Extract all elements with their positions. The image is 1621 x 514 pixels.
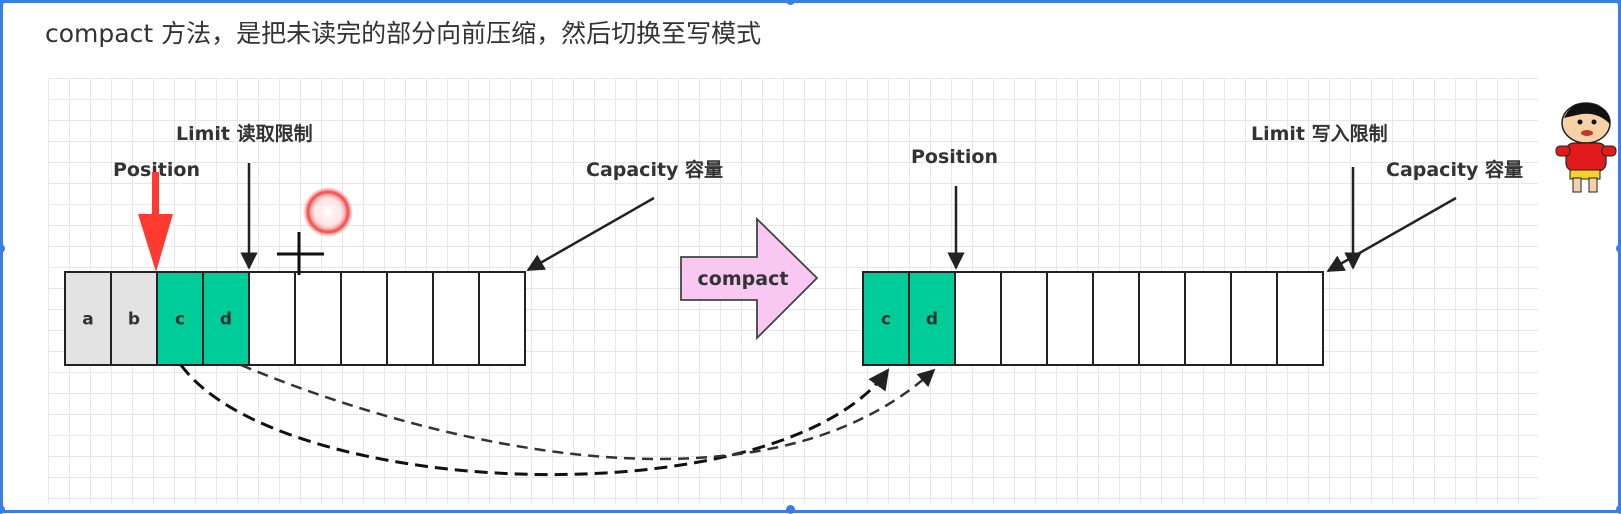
before-cell — [156, 271, 204, 366]
click-highlight-icon — [303, 187, 353, 237]
after-cell — [862, 271, 910, 366]
before-limit-label: Limit 读取限制 — [176, 122, 313, 145]
after-cell — [1276, 271, 1324, 366]
before-cell-label: d — [220, 310, 232, 330]
after-cell — [1230, 271, 1278, 366]
move-arrow-c — [179, 364, 890, 477]
before-capacity-label: Capacity 容量 — [586, 158, 723, 181]
after-cell — [1138, 271, 1186, 366]
after-cell — [954, 271, 1002, 366]
before-cell-label: b — [128, 310, 140, 330]
before-cell — [432, 271, 480, 366]
resize-handle-top-center[interactable] — [786, 0, 795, 5]
resize-handle-top-left[interactable] — [0, 0, 5, 5]
before-buffer: a b c d — [64, 271, 526, 366]
resize-handle-middle-left[interactable] — [0, 244, 5, 253]
before-position-label: Position — [113, 159, 200, 181]
before-cell — [110, 271, 158, 366]
after-capacity-label: Capacity 容量 — [1386, 158, 1523, 181]
before-cell-label: c — [175, 310, 185, 330]
compact-arrow-label: compact — [698, 268, 789, 290]
before-cell — [202, 271, 250, 366]
before-cell-label: a — [82, 310, 93, 330]
resize-handle-bottom-center[interactable] — [786, 505, 795, 514]
resize-handle-middle-right[interactable] — [1616, 244, 1621, 253]
move-arrow-d — [240, 363, 936, 461]
after-cell-label: c — [881, 310, 891, 330]
before-cell — [478, 271, 526, 366]
after-cell-label: d — [926, 310, 938, 330]
after-cell — [1092, 271, 1140, 366]
resize-handle-bottom-right[interactable] — [1616, 505, 1621, 514]
after-capacity-arrow — [1326, 196, 1457, 273]
after-position-label: Position — [911, 146, 998, 168]
resize-handle-top-right[interactable] — [1616, 0, 1621, 5]
before-cell — [386, 271, 434, 366]
after-cell — [1000, 271, 1048, 366]
after-cell — [908, 271, 956, 366]
after-cell — [1046, 271, 1094, 366]
before-cell — [340, 271, 388, 366]
before-capacity-arrow — [526, 196, 655, 272]
before-cell — [294, 271, 342, 366]
crosshair-cursor-icon — [277, 232, 324, 275]
compact-arrow: compact — [680, 216, 819, 341]
cartoon-mascot-icon — [1555, 102, 1617, 193]
resize-handle-bottom-left[interactable] — [0, 505, 5, 514]
before-position-arrow — [138, 172, 173, 272]
after-cell — [1184, 271, 1232, 366]
page-heading: compact 方法，是把未读完的部分向前压缩，然后切换至写模式 — [45, 19, 762, 48]
before-cell — [248, 271, 296, 366]
after-limit-label: Limit 写入限制 — [1251, 122, 1388, 145]
